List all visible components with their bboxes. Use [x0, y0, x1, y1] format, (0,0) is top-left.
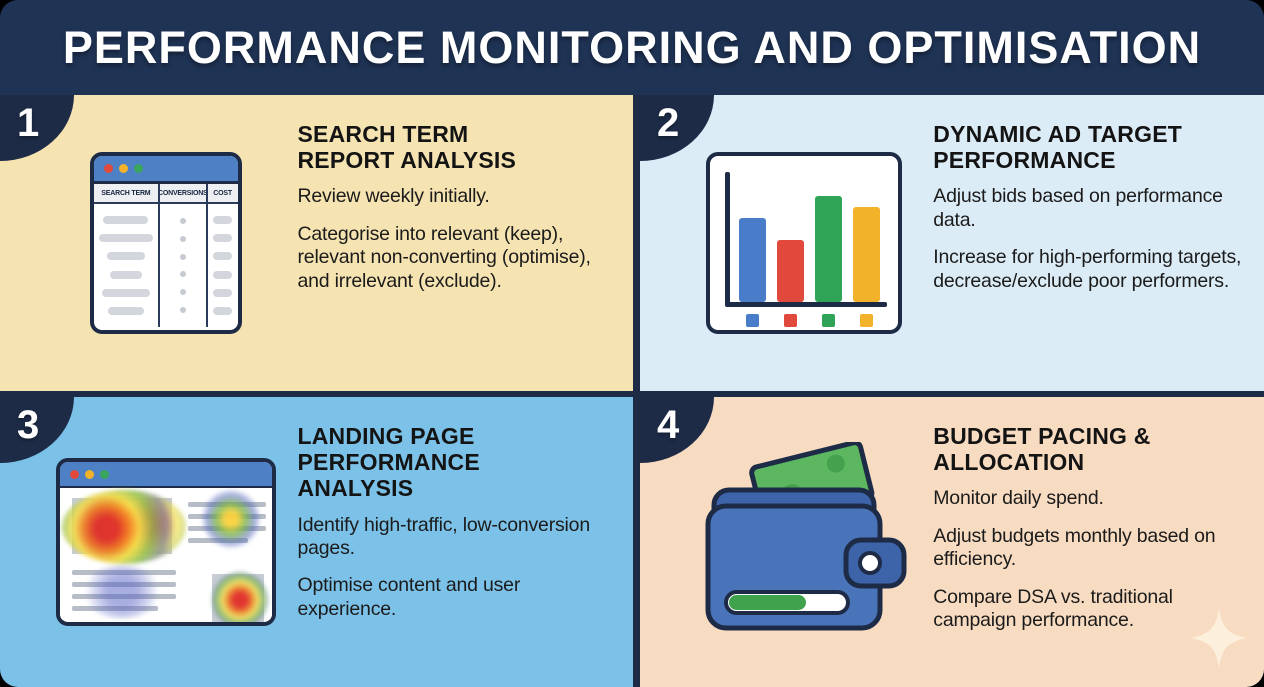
- cell-dot: [179, 307, 186, 314]
- section-2-number-badge: 2: [640, 95, 714, 161]
- section-4-text: BUDGET PACING & ALLOCATION Monitor daily…: [933, 397, 1264, 687]
- section-1-paragraph: Review weekly initially.: [297, 185, 490, 208]
- chart-card: [705, 152, 902, 334]
- table-column-search-term: SEARCH TERM: [93, 184, 160, 327]
- cell-bar: [213, 288, 232, 297]
- section-4-paragraph: Adjust budgets monthly based on efficien…: [933, 524, 1216, 571]
- heatmap-hotspot-faint: [79, 566, 164, 618]
- yellow-dot-icon: [118, 164, 128, 173]
- section-2-paragraph: Adjust bids based on performance data.: [933, 185, 1223, 231]
- cell-bar: [213, 252, 232, 261]
- cell-dot: [179, 235, 186, 242]
- bar-chart-icon: [724, 172, 887, 327]
- cell-dot: [179, 271, 186, 278]
- red-dot-icon: [69, 469, 79, 479]
- cell-bar: [98, 234, 154, 243]
- section-3-paragraph: Identify high-traffic, low-conversion pa…: [297, 513, 591, 560]
- section-1-paragraph: Categorise into relevant (keep), relevan…: [297, 222, 591, 292]
- cell-bar: [109, 270, 142, 279]
- column-cells: [94, 204, 158, 327]
- cell-bar: [106, 252, 146, 261]
- column-cells: [160, 204, 206, 327]
- heatmap-hotspot-large: [61, 490, 186, 564]
- heatmap-hotspot-square: [211, 572, 268, 622]
- header: PERFORMANCE MONITORING AND OPTIMISATION: [0, 0, 1264, 95]
- cell-bar: [213, 216, 232, 225]
- yellow-dot-icon: [84, 469, 94, 479]
- browser-titlebar: [59, 462, 272, 488]
- section-3-text: LANDING PAGE PERFORMANCE ANALYSIS Identi…: [298, 397, 634, 687]
- section-4-title: BUDGET PACING & ALLOCATION: [933, 423, 1151, 476]
- cell-dot: [179, 253, 186, 260]
- wallet-icon: [705, 442, 907, 631]
- red-dot-icon: [103, 164, 113, 173]
- page-title: PERFORMANCE MONITORING AND OPTIMISATION: [62, 21, 1202, 73]
- table-column-conversions: CONVERSIONS: [159, 184, 208, 327]
- heatmap-page-illustration: [0, 397, 298, 687]
- section-2-title: DYNAMIC AD TARGET PERFORMANCE: [933, 121, 1182, 174]
- browser-window-icon: SEARCH TERM CONVERSIONS: [89, 152, 242, 334]
- quadrant-grid: 1 SEARCH TERM: [0, 95, 1264, 687]
- section-4-paragraph: Compare DSA vs. traditional campaign per…: [933, 585, 1173, 631]
- cell-dot: [179, 217, 186, 224]
- section-1-number-badge: 1: [0, 95, 74, 161]
- report-table: SEARCH TERM CONVERSIONS: [93, 184, 238, 327]
- section-2-paragraph: Increase for high-performing targets, de…: [933, 246, 1242, 292]
- column-header: CONVERSIONS: [159, 184, 206, 204]
- heatmap-hotspot-small: [201, 490, 260, 548]
- bar-chart-illustration: [640, 95, 933, 391]
- green-dot-icon: [133, 164, 143, 173]
- cell-dot: [179, 289, 186, 296]
- cell-bar: [213, 306, 232, 315]
- section-search-term-report: 1 SEARCH TERM: [0, 95, 633, 391]
- section-1-title: SEARCH TERM REPORT ANALYSIS: [297, 121, 517, 174]
- cell-bar: [101, 288, 150, 297]
- section-3-paragraph: Optimise content and user experience.: [297, 574, 521, 620]
- section-4-paragraph: Monitor daily spend.: [933, 487, 1104, 510]
- section-4-number-badge: 4: [640, 397, 714, 463]
- cell-bar: [108, 306, 144, 315]
- green-dot-icon: [99, 469, 109, 479]
- sparkle-icon: [1191, 608, 1247, 668]
- search-term-table-illustration: SEARCH TERM CONVERSIONS: [0, 95, 298, 391]
- section-2-text: DYNAMIC AD TARGET PERFORMANCE Adjust bid…: [933, 95, 1264, 391]
- cell-bar: [213, 270, 232, 279]
- browser-window-icon: [55, 458, 276, 626]
- heatmap-page-body: [59, 488, 272, 622]
- section-dynamic-ad-target: 2: [640, 95, 1264, 391]
- cell-bar: [213, 234, 232, 243]
- section-1-text: SEARCH TERM REPORT ANALYSIS Review weekl…: [298, 95, 634, 391]
- section-3-title: LANDING PAGE PERFORMANCE ANALYSIS: [297, 423, 480, 502]
- column-header: SEARCH TERM: [93, 184, 158, 204]
- table-column-cost: COST: [207, 184, 238, 327]
- column-cells: [208, 204, 238, 327]
- column-header: COST: [207, 184, 238, 204]
- browser-titlebar: [93, 156, 238, 184]
- cell-bar: [103, 216, 149, 225]
- section-landing-page-performance: 3: [0, 397, 633, 687]
- section-budget-pacing: 4 BUDGET PACING & ALLOCATI: [640, 397, 1264, 687]
- wallet-illustration: [640, 397, 933, 687]
